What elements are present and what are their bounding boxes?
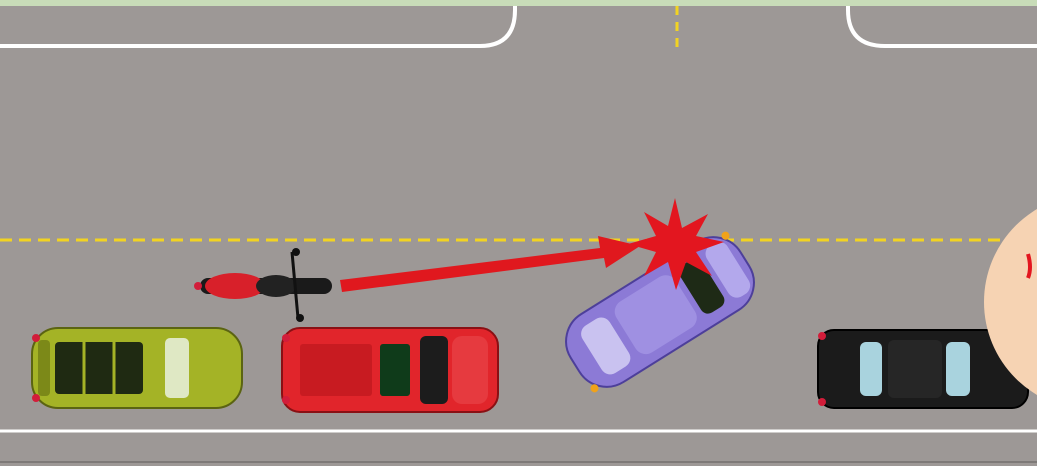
red-suv xyxy=(282,328,498,412)
green-suv xyxy=(32,328,242,408)
